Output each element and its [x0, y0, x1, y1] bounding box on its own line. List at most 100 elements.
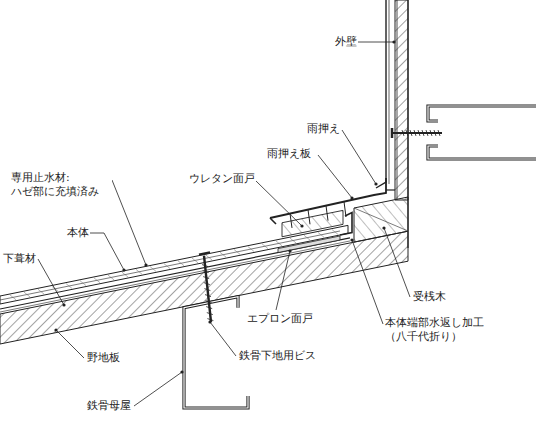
- leader-dot: [54, 328, 57, 331]
- leader-dot: [350, 196, 353, 199]
- roofing-texture: [276, 241, 282, 246]
- leader-dot: [300, 224, 303, 227]
- wall-line: [397, 0, 398, 200]
- leader-line: [210, 322, 236, 356]
- roofing-texture: [178, 261, 184, 266]
- sheathing-board: [0, 231, 408, 344]
- leader-dot: [208, 320, 211, 323]
- leader-line: [38, 259, 64, 305]
- part-label: ウレタン面戸: [188, 172, 256, 186]
- leader-dot: [374, 182, 377, 185]
- batten-block: [354, 197, 408, 242]
- part-label: 鉄骨母屋: [86, 399, 132, 413]
- sealant: [386, 189, 395, 190]
- roofing-texture: [24, 292, 30, 297]
- roofing-texture: [80, 281, 86, 286]
- leader-dot: [382, 226, 385, 229]
- roofing-texture: [108, 275, 114, 280]
- roofing-texture: [220, 252, 226, 257]
- leader-line: [318, 155, 352, 198]
- roofing-texture: [38, 289, 44, 294]
- screw-thread: [414, 130, 416, 136]
- counter-flashing: [389, 0, 390, 184]
- screw-thread: [406, 130, 408, 136]
- screw-thread: [203, 277, 209, 279]
- screw-thread: [207, 313, 213, 315]
- leader-line: [256, 181, 302, 226]
- screw-thread: [402, 130, 404, 136]
- part-label: 受桟木: [412, 290, 447, 304]
- roofing-texture: [332, 230, 338, 235]
- apron-fastener: [326, 206, 328, 221]
- screw-thread: [434, 130, 436, 136]
- roofing-texture: [164, 264, 170, 269]
- leader-line: [134, 372, 182, 406]
- leader-line: [276, 251, 290, 310]
- leader-line: [358, 42, 394, 43]
- roofing-texture: [318, 232, 324, 237]
- part-label: 下葺材: [2, 252, 37, 266]
- part-label: 雨押え板: [266, 147, 312, 161]
- roof-section: [0, 0, 536, 408]
- leader-dot: [144, 263, 147, 266]
- part-label: 野地板: [86, 351, 121, 365]
- roofing-core: [0, 231, 340, 300]
- roofing-texture: [234, 249, 240, 254]
- screw-thread: [410, 130, 412, 136]
- leader-dot: [288, 249, 291, 252]
- part-label: 鉄骨下地用ビス: [238, 349, 317, 363]
- part-label: 雨押え: [306, 122, 341, 136]
- roofing-texture: [136, 269, 142, 274]
- leader-line: [90, 233, 124, 270]
- roofing-texture: [248, 247, 254, 252]
- part-label: 外壁: [334, 35, 358, 49]
- leader-dot: [122, 268, 125, 271]
- roofing-texture: [262, 244, 268, 249]
- screw-thread: [202, 265, 208, 267]
- apron-hem: [270, 218, 276, 224]
- leader-line: [384, 228, 410, 297]
- leader-line: [342, 130, 376, 184]
- c-channel-inner: [428, 146, 536, 159]
- leader-dot: [180, 370, 183, 373]
- part-label: 専用止水材: ハゼ部に充填済み: [10, 171, 112, 199]
- roofing-texture: [206, 255, 212, 260]
- leader-dot: [392, 40, 395, 43]
- roofing-texture: [66, 284, 72, 289]
- apron-fastener: [344, 202, 346, 217]
- screw-thread: [438, 130, 440, 136]
- screw-thread: [422, 130, 424, 136]
- urethane-foam: [282, 210, 343, 236]
- wall-board: [395, 0, 408, 200]
- roofing-texture: [150, 267, 156, 272]
- screw-thread: [426, 130, 428, 136]
- screw-thread: [207, 319, 213, 321]
- screw-thread: [204, 283, 210, 285]
- c-channel: [428, 146, 536, 159]
- batten-grain: [354, 208, 408, 231]
- screw-thread: [418, 130, 420, 136]
- roofing-texture: [94, 278, 100, 283]
- underlayment: [0, 241, 350, 312]
- part-label: 本体: [66, 226, 90, 240]
- leader-line: [56, 330, 84, 358]
- leader-dot: [62, 303, 65, 306]
- leader-line: [352, 240, 383, 324]
- roofing-texture: [122, 272, 128, 277]
- roofing-texture: [304, 235, 310, 240]
- leader-dot: [350, 238, 353, 241]
- apron-fastener: [308, 210, 310, 225]
- c-channel-inner: [428, 106, 536, 121]
- part-label: エプロン面戸: [246, 312, 314, 326]
- roofing-texture: [10, 295, 16, 300]
- screw-head: [199, 252, 210, 254]
- screw-thread: [203, 271, 209, 273]
- screw-thread: [206, 307, 212, 309]
- roofing-body: [0, 225, 348, 304]
- screw-thread: [206, 301, 212, 303]
- screw-thread: [205, 295, 211, 297]
- leader-lines: [38, 40, 410, 406]
- screw-head: [391, 128, 394, 138]
- c-channel: [428, 106, 536, 121]
